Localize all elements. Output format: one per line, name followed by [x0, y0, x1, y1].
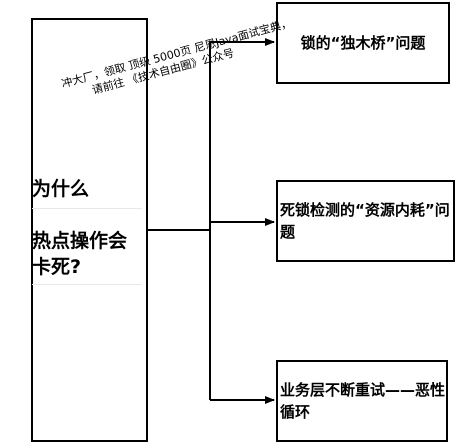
- main-node-box: [31, 18, 148, 442]
- branch-label-2: 死锁检测的“资源内耗”问题: [280, 201, 450, 241]
- branch-node-3: 业务层不断重试——恶性循环: [276, 360, 448, 442]
- main-node-line2: 热点操作会卡死?: [32, 230, 128, 278]
- branch-label-1: 锁的“独木桥”问题: [300, 34, 426, 52]
- branch-node-1: 锁的“独木桥”问题: [276, 2, 450, 84]
- branch-label-3: 业务层不断重试——恶性循环: [280, 381, 446, 421]
- main-node-line1: 为什么: [32, 176, 142, 209]
- main-node-divider: [32, 284, 142, 285]
- branch-node-2: 死锁检测的“资源内耗”问题: [276, 180, 455, 262]
